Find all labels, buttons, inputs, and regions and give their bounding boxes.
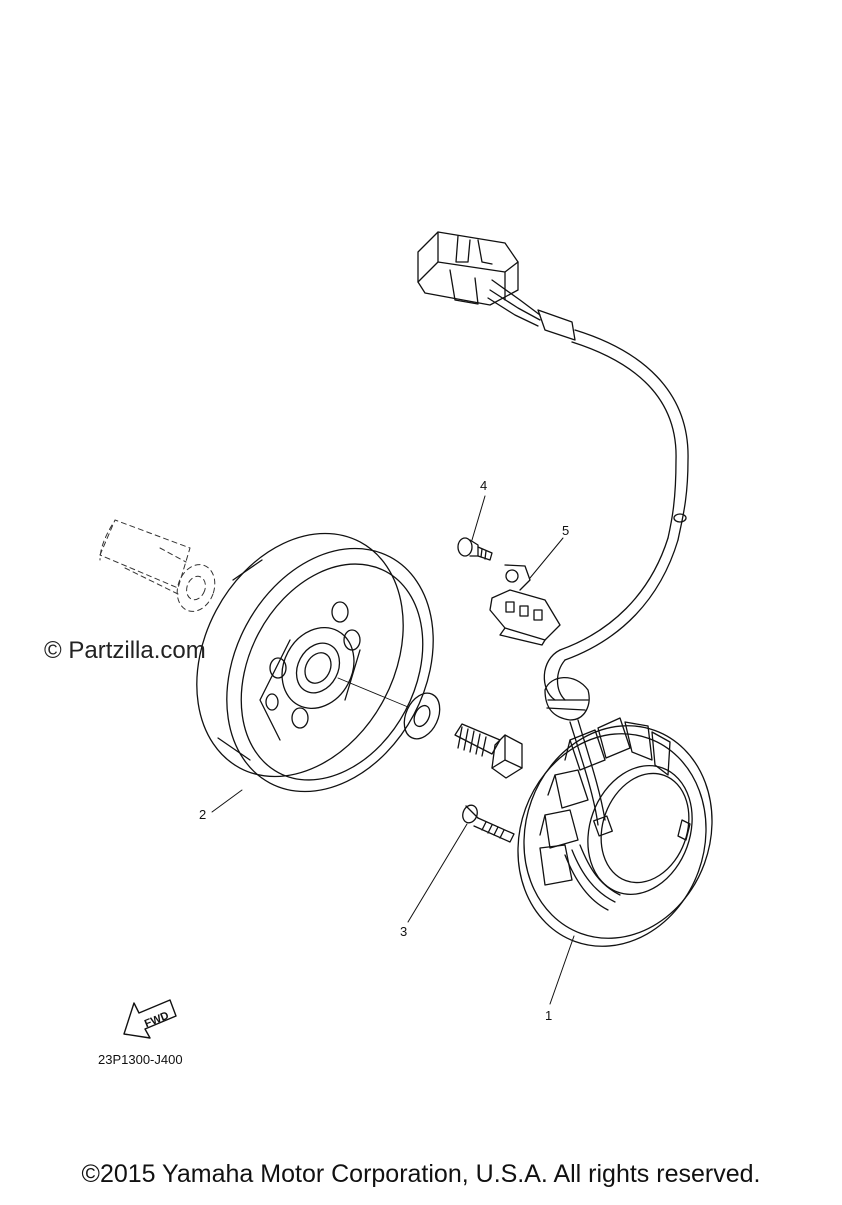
rotor-bolt — [454, 723, 523, 779]
callout-2: 2 — [199, 807, 207, 822]
fwd-label: FWD — [143, 1010, 171, 1031]
axis-line — [337, 677, 409, 708]
coupler-connector — [417, 231, 576, 341]
wire-harness — [543, 329, 689, 826]
callout-5: 5 — [562, 523, 570, 538]
washer — [403, 692, 441, 740]
fwd-arrow-icon: FWD — [123, 999, 177, 1039]
leader-3 — [407, 823, 468, 923]
leader-lines — [211, 495, 575, 1005]
callout-4: 4 — [480, 478, 488, 493]
callout-3: 3 — [400, 924, 408, 939]
watermark: © Partzilla.com — [44, 637, 206, 664]
crankshaft-end — [99, 519, 216, 612]
leader-1 — [549, 935, 575, 1005]
callout-1: 1 — [545, 1008, 553, 1023]
stator-assembly — [517, 717, 713, 947]
rotor-flywheel — [196, 532, 434, 793]
lead-clamp — [489, 564, 561, 646]
leader-2 — [211, 789, 243, 813]
stator-bolt — [462, 804, 515, 843]
bolt-small — [457, 537, 493, 561]
leader-4 — [471, 495, 486, 541]
drawing-code: 23P1300-J400 — [98, 1052, 183, 1067]
copyright-notice: ©2015 Yamaha Motor Corporation, U.S.A. A… — [81, 1160, 761, 1188]
leader-5 — [529, 537, 564, 579]
